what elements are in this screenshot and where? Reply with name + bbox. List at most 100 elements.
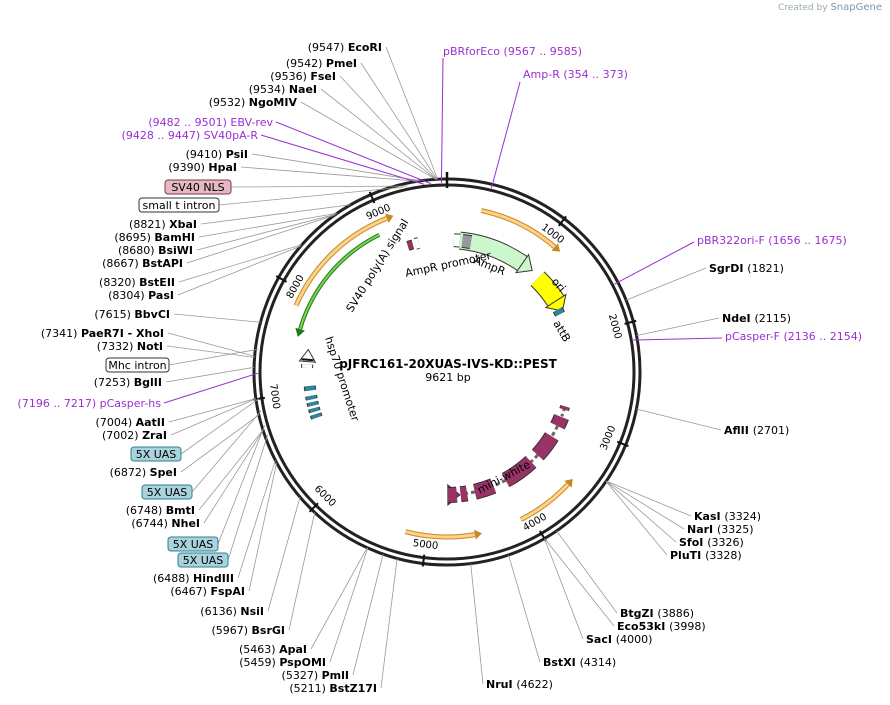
site-label: (7253) BglII xyxy=(94,376,162,389)
site-label: SfoI (3326) xyxy=(679,536,744,549)
site-connector xyxy=(360,62,438,180)
primer-label: pCasper-F (2136 .. 2154) xyxy=(725,330,862,343)
site-label: (6136) NsiI xyxy=(200,605,264,618)
site-label: (7615) BbvCI xyxy=(94,308,170,321)
site-connector xyxy=(168,398,256,423)
feature-promoter-grey xyxy=(461,234,473,249)
site-label: NruI (4622) xyxy=(486,678,553,691)
site-label: (6488) HindIII xyxy=(153,572,234,585)
site-connector xyxy=(508,554,541,663)
site-connector xyxy=(196,213,336,251)
snapgene-logo: SnapGene xyxy=(830,2,882,13)
primer-connector xyxy=(163,372,259,404)
feature-connector xyxy=(230,185,408,188)
mini-white-gap xyxy=(492,478,507,488)
site-connector xyxy=(636,317,720,337)
site-connector xyxy=(165,366,255,383)
primer-label: (9428 .. 9447) SV40pA-R xyxy=(122,129,259,142)
feature-mini-white-4 xyxy=(459,486,469,502)
feature-label-attb: attB xyxy=(550,318,573,344)
feature-box xyxy=(130,446,182,462)
mini-white-gap xyxy=(550,425,559,438)
site-label: (7332) NotI xyxy=(97,340,163,353)
site-label: (5463) ApaI xyxy=(239,643,307,656)
primer-connector xyxy=(440,57,444,184)
site-label: (9532) NgoMIV xyxy=(209,96,298,109)
site-label: (8821) XbaI xyxy=(129,218,197,231)
site-connector xyxy=(251,153,421,182)
site-connector xyxy=(556,530,618,614)
site-connector xyxy=(170,398,257,436)
site-label: PluTI (3328) xyxy=(670,549,742,562)
primer-connector xyxy=(614,241,695,285)
site-connector xyxy=(267,496,301,612)
orf-arrow-left xyxy=(294,216,388,307)
primer-connector xyxy=(260,134,425,185)
site-label: Eco53kI (3998) xyxy=(617,620,706,633)
feature-box xyxy=(141,484,193,500)
feature-connector xyxy=(218,186,403,206)
site-label: KasI (3324) xyxy=(694,510,761,523)
site-connector xyxy=(320,88,437,180)
green-arrow-head xyxy=(295,327,305,337)
feature-box-label: Mhc intron xyxy=(108,359,166,372)
feature-uas-0 xyxy=(310,412,322,420)
feature-box xyxy=(105,357,170,373)
feature-connector xyxy=(191,410,262,493)
site-connector xyxy=(178,244,303,283)
site-connector xyxy=(248,462,278,592)
feature-uas-2 xyxy=(307,400,318,407)
primer-connector xyxy=(633,337,723,341)
primer-label: (9482 .. 9501) EBV-rev xyxy=(148,116,273,129)
site-connector xyxy=(200,204,351,225)
scale-tick-label: 7000 xyxy=(267,383,281,410)
feature-mini-white-2 xyxy=(502,456,536,487)
scale-tick-label: 3000 xyxy=(599,424,619,452)
site-connector xyxy=(544,538,584,640)
feature-box-label: 5X UAS xyxy=(147,486,188,499)
site-connector xyxy=(177,245,301,296)
orf-arrow-ampr xyxy=(480,209,556,249)
site-label: (5327) PmlI xyxy=(282,669,349,682)
orf-arrow-white-a-head xyxy=(564,479,573,488)
feature-sv40-polya xyxy=(406,240,414,250)
scale-tick xyxy=(421,554,426,567)
feature-box xyxy=(164,179,232,195)
site-label: (9547) EcoRI xyxy=(308,41,382,54)
scale-tick-label: 2000 xyxy=(606,313,623,340)
site-label: (8320) BstEII xyxy=(99,276,175,289)
site-connector xyxy=(240,166,419,182)
site-connector xyxy=(605,481,668,556)
feature-mini-white-3 xyxy=(473,479,496,499)
site-connector xyxy=(180,414,260,473)
site-label: (6872) SpeI xyxy=(110,466,177,479)
site-label: SacI (4000) xyxy=(586,633,652,646)
feature-mini-white-0 xyxy=(551,414,568,429)
site-connector xyxy=(173,313,261,323)
feature-uas-4 xyxy=(304,385,316,392)
site-connector xyxy=(203,430,264,524)
feature-connector xyxy=(168,348,259,366)
scale-tick xyxy=(616,440,629,448)
scale-tick xyxy=(558,215,567,227)
site-connector xyxy=(237,460,276,579)
site-label: AflII (2701) xyxy=(724,424,789,437)
site-label: NarI (3325) xyxy=(687,523,754,536)
scale-tick xyxy=(624,319,637,325)
site-label: (9390) HpaI xyxy=(168,161,237,174)
site-connector xyxy=(606,480,692,517)
feature-box xyxy=(138,197,220,213)
feature-connector xyxy=(217,425,266,545)
site-connector xyxy=(636,408,722,431)
feature-box xyxy=(167,536,219,552)
site-connector xyxy=(198,212,338,238)
site-label: (5211) BstZ17I xyxy=(289,682,377,695)
snapgene-credit: Created by SnapGene xyxy=(778,2,882,13)
site-label: BstXI (4314) xyxy=(543,656,616,669)
feature-label-hsp70: hsp70 promoter xyxy=(322,335,362,423)
site-connector xyxy=(198,429,264,511)
orf-arrow-ampr-head xyxy=(551,243,561,252)
plasmid-size: 9621 bp xyxy=(425,371,470,384)
site-connector xyxy=(329,547,369,663)
mini-white-gap xyxy=(466,490,476,495)
